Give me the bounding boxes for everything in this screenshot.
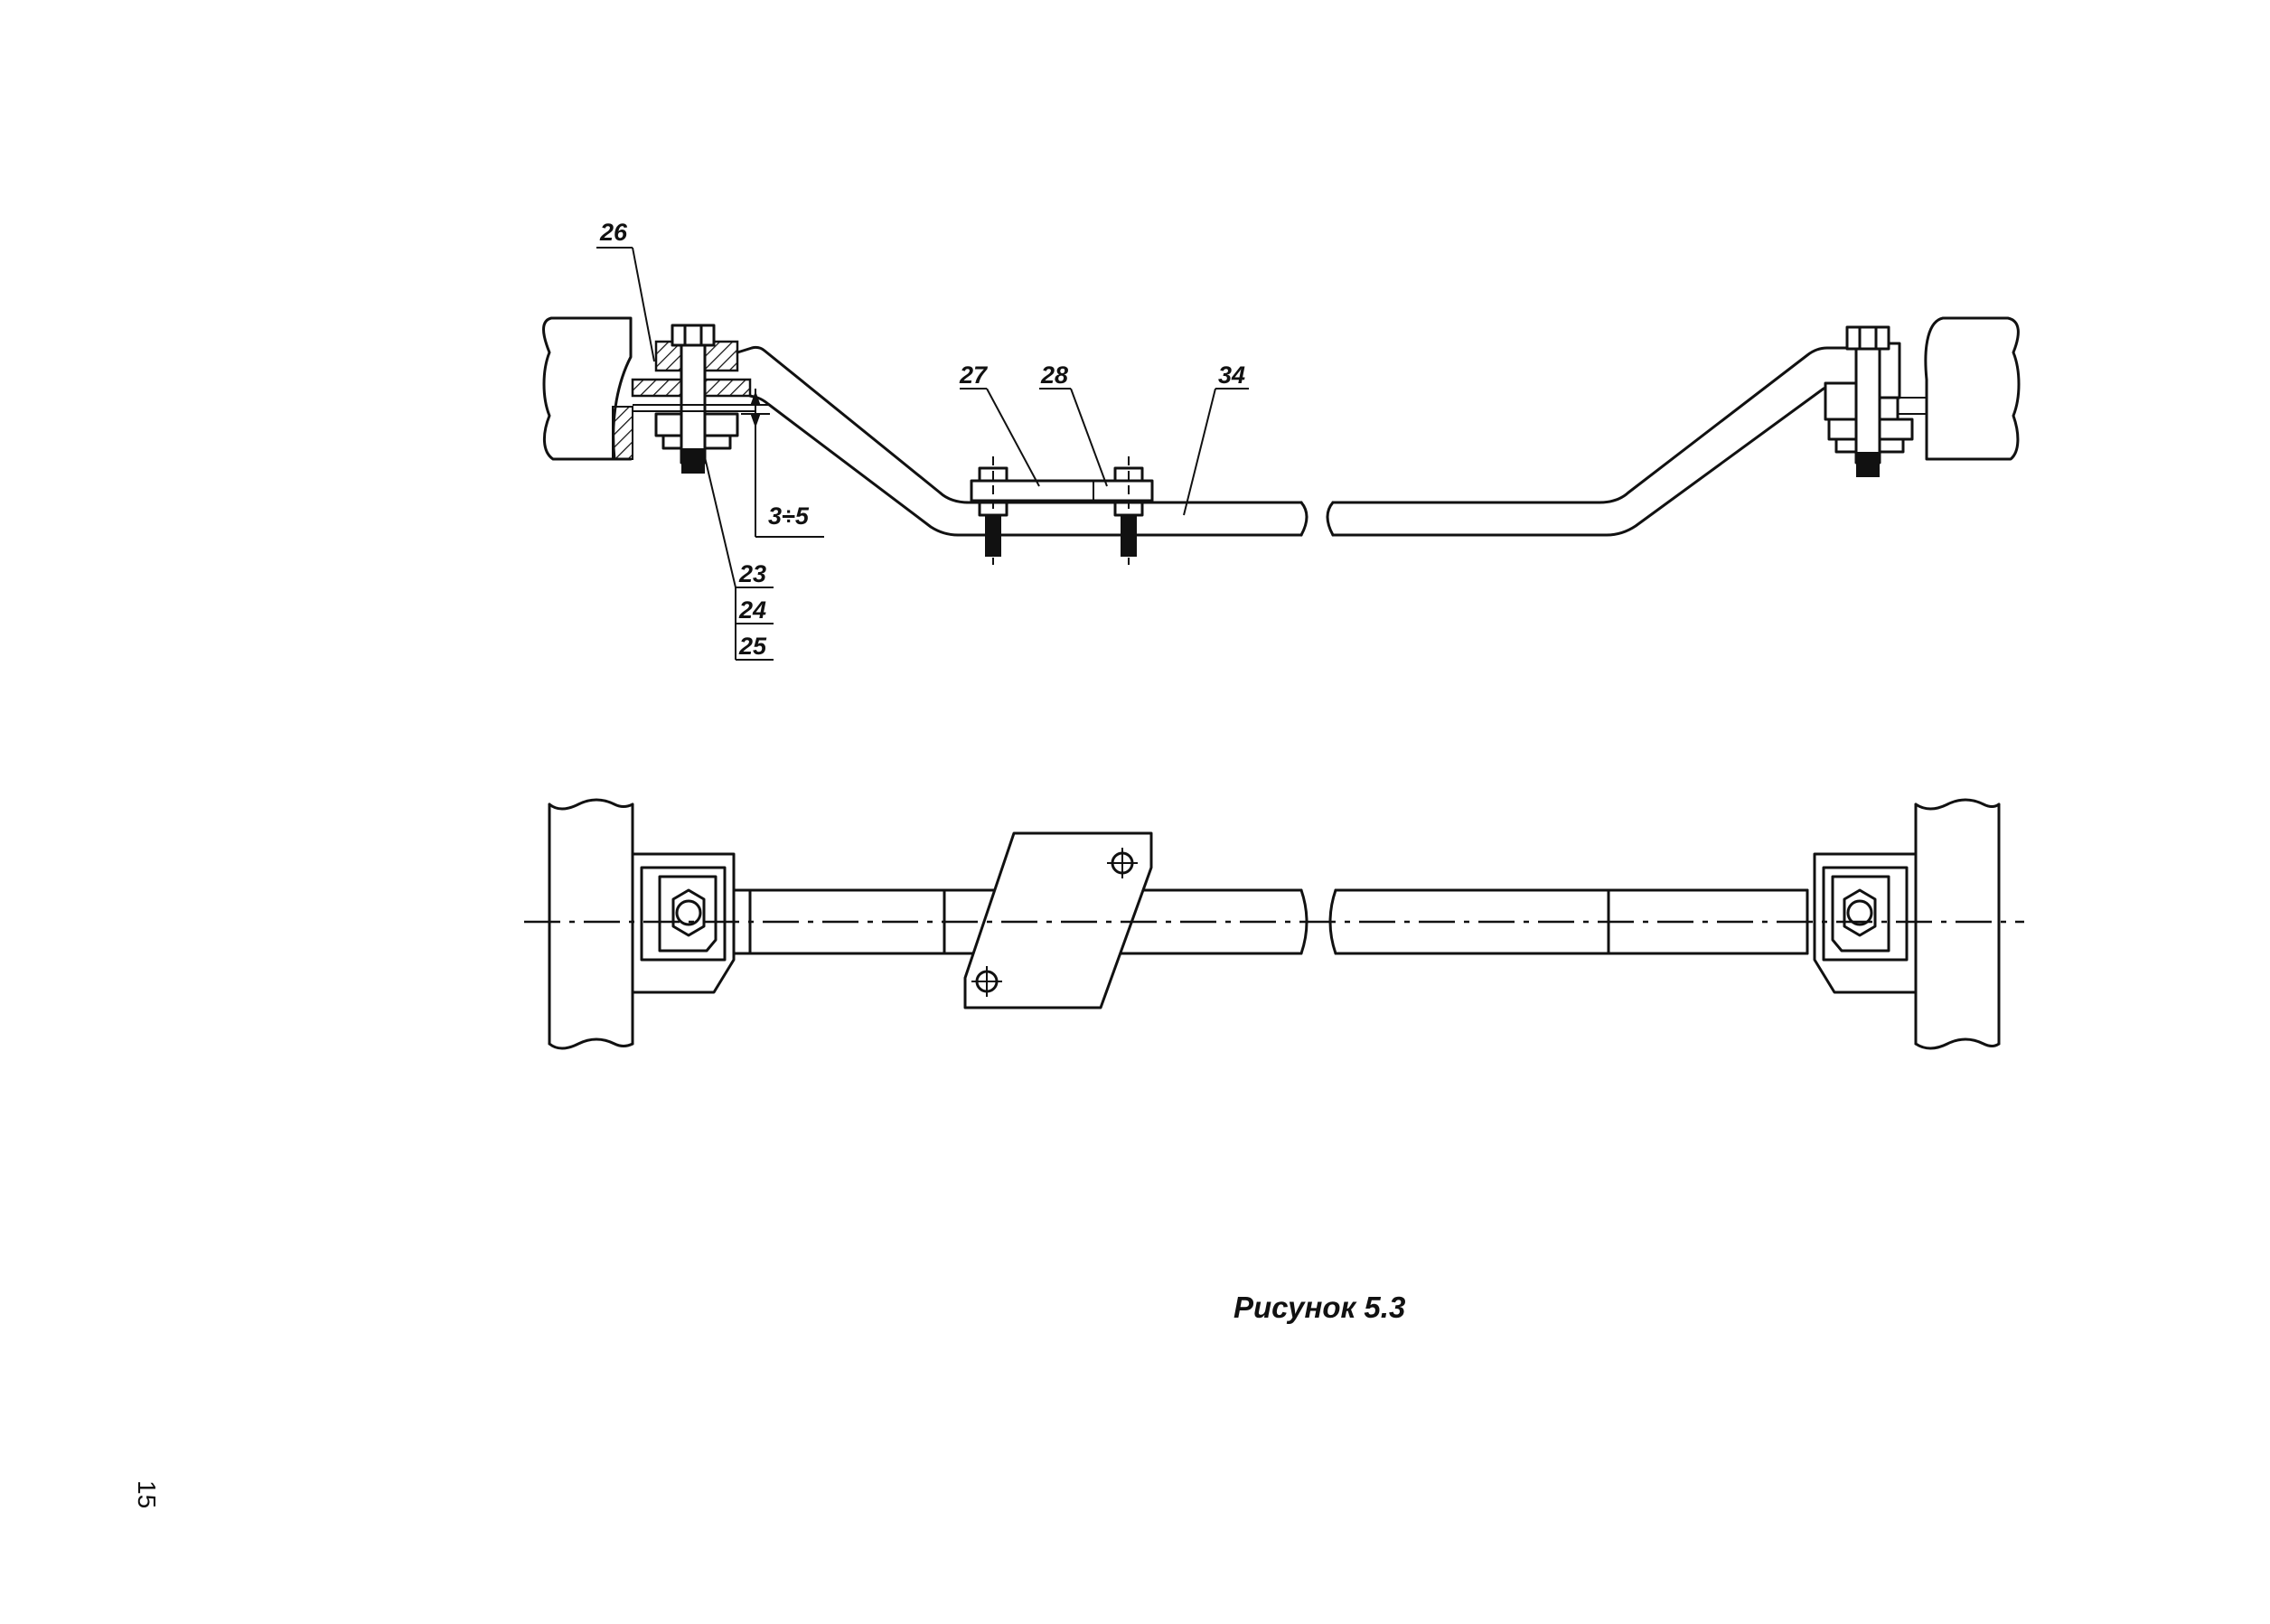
dimension-gap-label: 3÷5 xyxy=(768,502,810,530)
figure-caption: Рисунок 5.3 xyxy=(1233,1291,1406,1324)
coupling-bolt-left xyxy=(978,456,1008,565)
leader-27 xyxy=(986,388,1040,487)
leader-26 xyxy=(632,247,655,362)
right-bracket-plan xyxy=(1813,852,1918,994)
callout-27: 27 xyxy=(959,361,989,389)
bar-left-bend-lower xyxy=(748,394,1303,537)
coupling-plate xyxy=(970,479,1154,502)
bar-left-bend xyxy=(736,345,1303,504)
bar-break-left xyxy=(1299,501,1309,537)
callout-28: 28 xyxy=(1040,361,1068,389)
right-bolt-head xyxy=(1845,325,1890,351)
left-wall-plan xyxy=(548,798,634,1050)
leader-34 xyxy=(1183,388,1216,516)
right-bolt-shank xyxy=(1854,347,1881,465)
right-bolt-tip xyxy=(1856,452,1880,477)
dimension-arrow-bottom xyxy=(750,413,761,428)
leader-23 xyxy=(704,456,736,588)
side-view: 26 27 28 34 23 24 25 3÷5 xyxy=(542,219,2021,661)
bar-right-bend xyxy=(1598,346,1881,504)
left-bolt-head xyxy=(671,324,716,347)
left-support xyxy=(542,316,633,461)
callout-34: 34 xyxy=(1218,361,1245,389)
callout-23: 23 xyxy=(738,560,766,587)
callout-25: 25 xyxy=(738,633,767,660)
left-bracket-hatch xyxy=(612,406,633,460)
callout-24: 24 xyxy=(738,596,766,624)
plan-view xyxy=(524,798,2024,1050)
callout-26: 26 xyxy=(599,219,628,246)
coupling-hole-top xyxy=(1107,848,1138,878)
leader-28 xyxy=(1070,388,1108,487)
left-bracket-plan xyxy=(631,852,736,994)
left-bolt-tip xyxy=(681,448,705,474)
right-support xyxy=(1924,316,2021,461)
coupling-hole-bottom xyxy=(971,966,1002,997)
page-number: 15 xyxy=(133,1480,161,1509)
right-clamp-body xyxy=(1878,342,1901,399)
right-wall-plan xyxy=(1914,798,2001,1050)
bar-break-right xyxy=(1326,501,1335,537)
coupling-plate-plan xyxy=(963,831,1153,1009)
coupling-bolt-right xyxy=(1113,456,1144,565)
